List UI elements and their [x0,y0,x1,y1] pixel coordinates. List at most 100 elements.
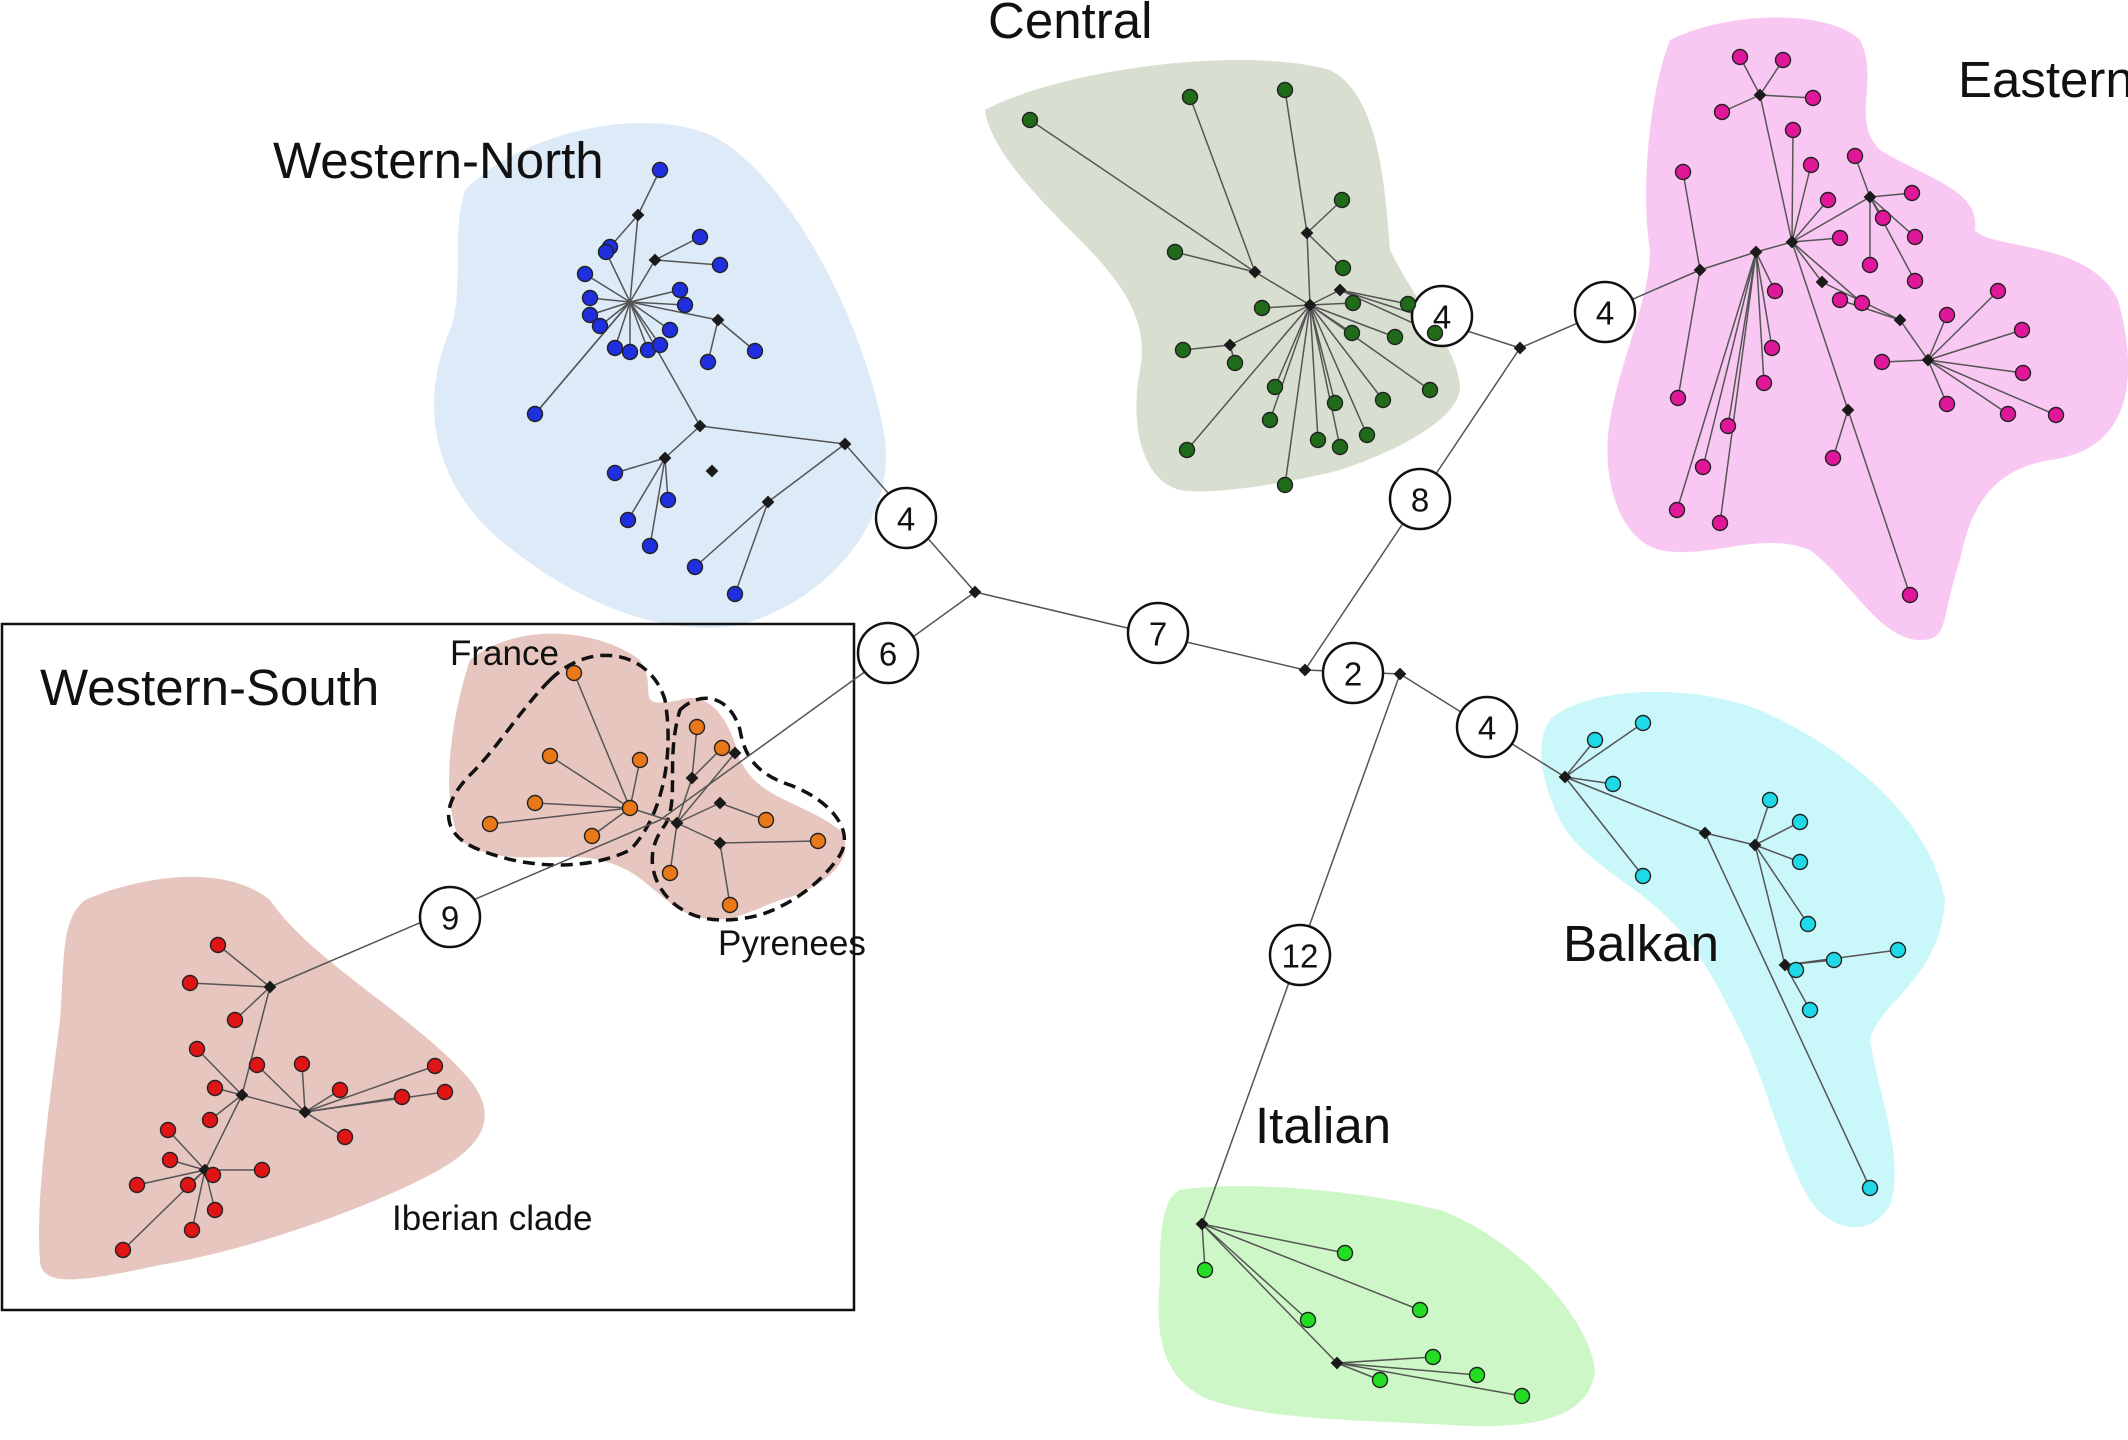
iberian-edge [136,1169,206,1186]
eastern-edge [1755,251,1765,384]
central-edge [1274,304,1311,388]
balkan-haplotype-node [1861,1179,1879,1197]
eastern-edge [1791,199,1829,243]
central-edge [1309,304,1341,448]
eastern-haplotype-node [1694,458,1712,476]
iberian-haplotype-node [181,974,199,992]
eastern-haplotype-node [1819,191,1837,209]
italian-edge [1336,1362,1523,1397]
mutation-step-badge: 6 [856,621,920,685]
eastern-haplotype-node [1901,586,1919,604]
eastern-haplotype-node [1731,48,1749,66]
eastern-haplotype-node [1802,156,1820,174]
iberian-haplotype-node [253,1161,271,1179]
western_north-haplotype-node [621,343,639,361]
western_north-edge [649,457,666,547]
eastern-edge [1791,196,1871,243]
eastern-edge [1719,251,1757,524]
mutation-step-value: 4 [1596,295,1614,332]
france-edge [534,802,631,809]
label-italian: Italian [1255,1097,1391,1154]
italian-edge [1201,1223,1338,1364]
iberian-edge [256,1064,306,1113]
western_north-edge [734,501,769,595]
western_north-edge [767,443,846,503]
pyrenees-haplotype-node [757,811,775,829]
italian-edge [1201,1223,1346,1254]
eastern-haplotype-node [1784,121,1802,139]
iberian-haplotype-node [128,1176,146,1194]
central-edge [1229,304,1311,346]
central-edge [1309,304,1431,391]
iberian-haplotype-node [201,1111,219,1129]
western_north-edge [629,301,686,306]
balkan-edge [1564,776,1706,834]
pyrenees-edge [669,822,678,874]
central-edge [1284,304,1311,486]
western_north-edge [654,236,701,261]
eastern-haplotype-node [2014,364,2032,382]
western_north-edge [629,301,719,321]
central-haplotype-node [1421,381,1439,399]
western_north-haplotype-node [591,317,609,335]
eastern-edge [1759,94,1793,243]
balkan-haplotype-node [1791,813,1809,831]
label-pyrenees: Pyrenees [718,924,866,963]
mutation-step-badge: 9 [418,885,482,949]
iberian-edge [241,1094,306,1113]
eastern-edge [1927,359,2057,416]
western_north-edge [534,301,631,415]
mutation-step-circle [1455,695,1519,759]
eastern-haplotype-node [1999,405,2017,423]
mutation-step-circle [1573,280,1637,344]
mutation-step-value: 4 [897,501,915,538]
eastern-edge [1759,94,1814,99]
western_north-haplotype-node [576,265,594,283]
western_north-haplotype-node [526,405,544,423]
eastern-haplotype-node [1903,184,1921,202]
iberian-haplotype-node [206,1201,224,1219]
mutation-step-circle [1126,601,1190,665]
eastern-edge [1839,299,1901,321]
eastern-edge [1755,241,1793,253]
france-haplotype-node [583,827,601,845]
cluster-hulls [39,17,2128,1427]
western_north-haplotype-node [606,339,624,357]
central-haplotype-node [1331,438,1349,456]
western_north-edge [605,251,631,303]
western_north-haplotype-node [686,558,704,576]
balkan-haplotype-node [1825,951,1843,969]
central-haplotype-node [1174,341,1192,359]
balkan-edge [1704,832,1756,846]
eastern-edge [1727,251,1757,427]
central-haplotype-node [1166,243,1184,261]
label-western-north: Western-North [273,132,604,189]
italian-haplotype-node [1513,1387,1531,1405]
iberian-haplotype-node [114,1241,132,1259]
mutation-step-circle [1410,284,1474,348]
mutation-step-badge: 7 [1126,601,1190,665]
backbone-edge [659,591,976,821]
central-edge [1174,251,1256,273]
hull-italian [1158,1186,1595,1427]
median-vector-node [1298,663,1312,677]
pyrenees-edge [676,752,736,824]
western_north-haplotype-node [597,243,615,261]
central-haplotype-node [1276,81,1294,99]
iberian-haplotype-node [393,1088,411,1106]
iberian-haplotype-node [188,1040,206,1058]
hull-central [985,59,1460,492]
eastern-edge [1927,290,1999,361]
central-edge [1029,119,1256,273]
central-edge [1306,232,1311,306]
mutation-step-badge: 12 [1268,923,1332,987]
balkan-haplotype-node [1787,961,1805,979]
iberian-haplotype-node [206,1079,224,1097]
eastern-haplotype-node [1861,256,1879,274]
western_north-edge [627,457,666,521]
central-edge [1186,304,1311,451]
central-haplotype-node [1334,259,1352,277]
iberian-edge [304,1065,436,1113]
central-edge [1309,304,1368,436]
balkan-haplotype-node [1761,791,1779,809]
